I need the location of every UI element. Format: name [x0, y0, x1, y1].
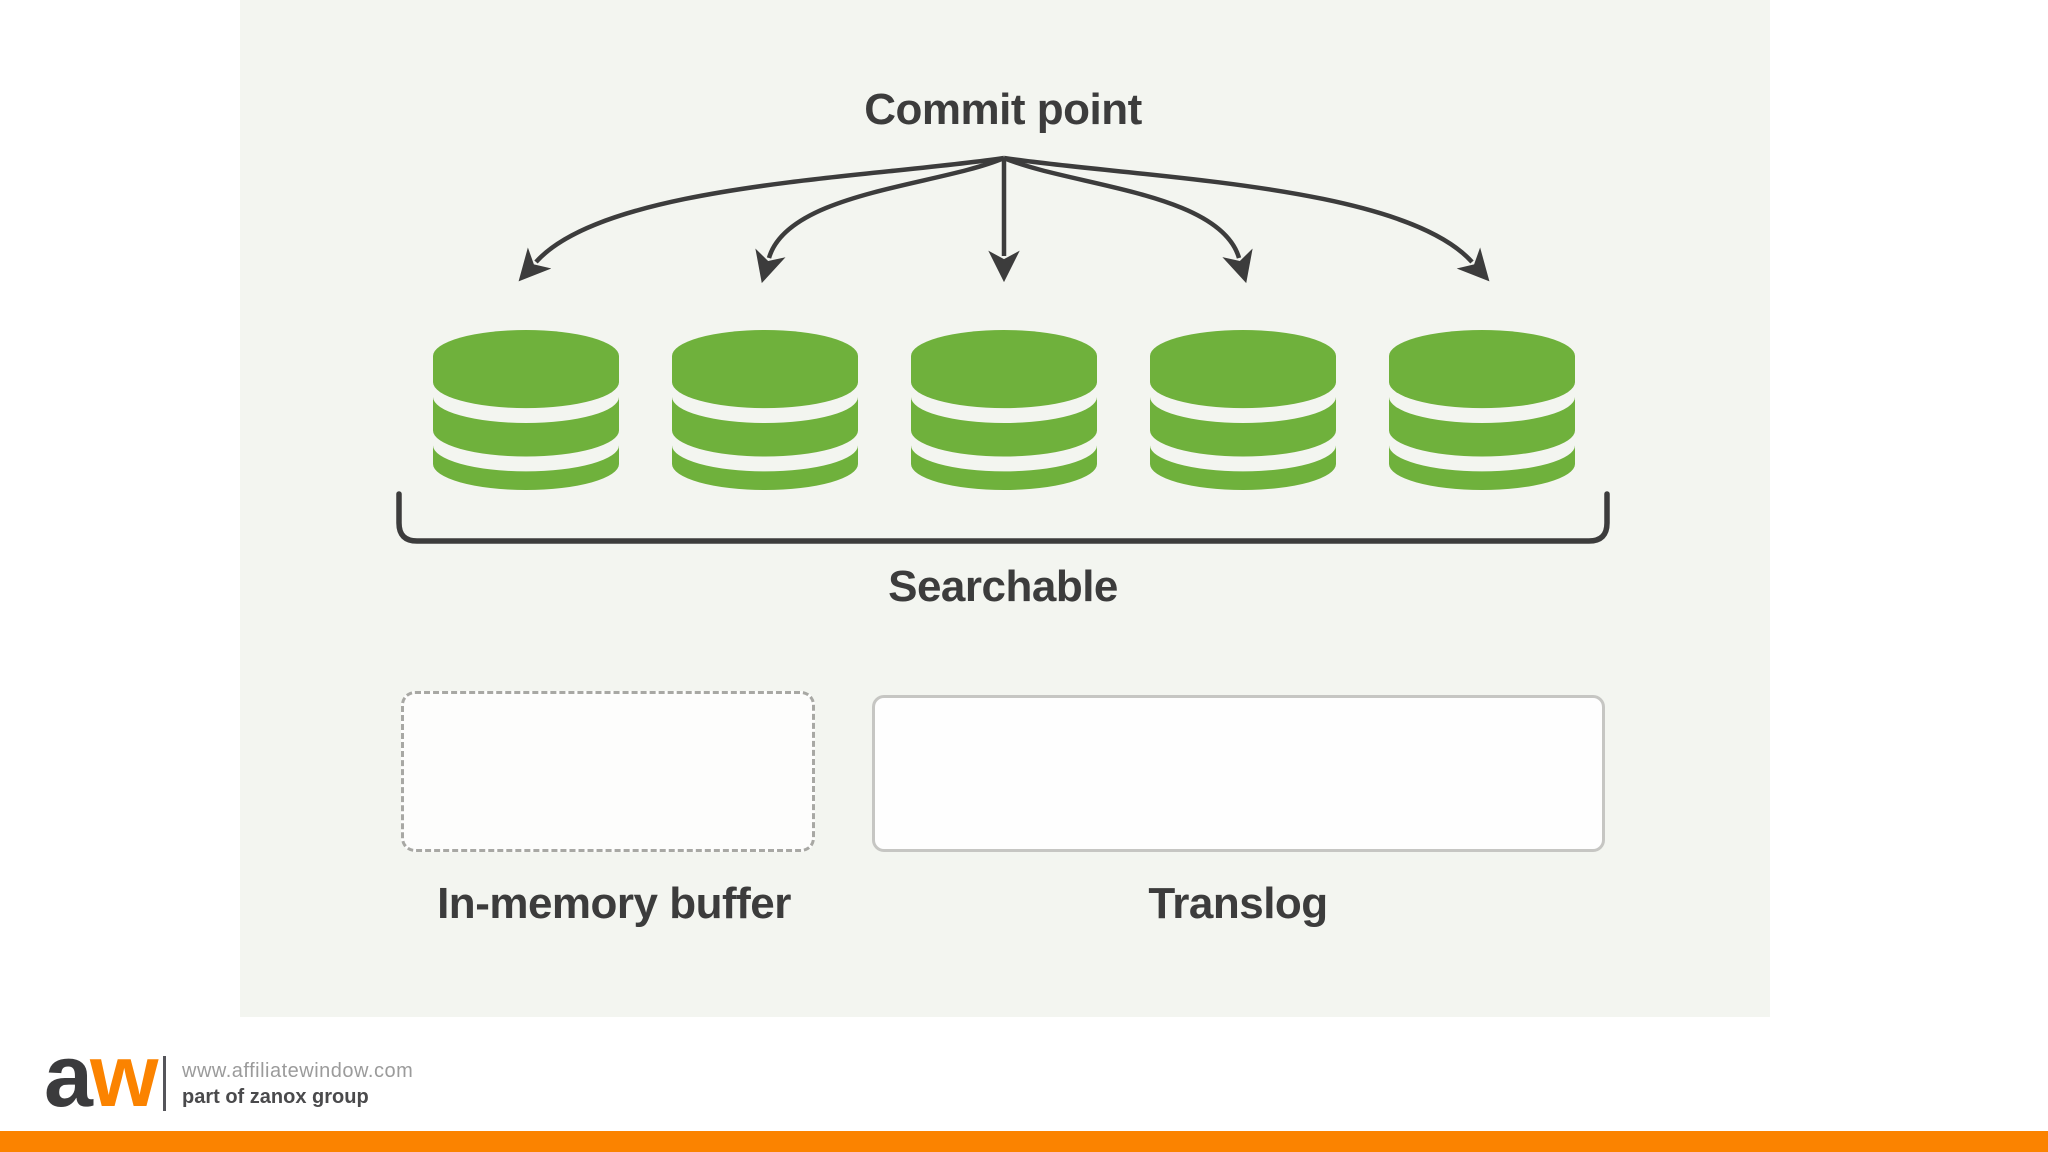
in-memory-buffer-label: In-memory buffer	[437, 879, 791, 928]
footer-accent-bar	[0, 1131, 2048, 1152]
database-icon	[1150, 330, 1336, 490]
database-icon	[672, 330, 858, 490]
affiliate-window-logo: aw	[44, 1032, 158, 1120]
database-icon	[911, 330, 1097, 490]
diagram-panel	[240, 0, 1770, 1017]
translog-box	[872, 695, 1605, 852]
logo-letter-w: w	[89, 1026, 158, 1125]
logo-divider	[163, 1056, 166, 1111]
searchable-label: Searchable	[888, 562, 1118, 611]
footer-tagline-text: part of zanox group	[182, 1086, 369, 1108]
footer-website-text: www.affiliatewindow.com	[182, 1060, 414, 1082]
translog-label: Translog	[1148, 879, 1328, 928]
database-icon	[1389, 330, 1575, 490]
in-memory-buffer-box	[401, 691, 815, 852]
logo-letter-a: a	[44, 1026, 93, 1125]
commit-point-label: Commit point	[864, 85, 1142, 134]
segments-row	[433, 330, 1575, 490]
database-icon	[433, 330, 619, 490]
